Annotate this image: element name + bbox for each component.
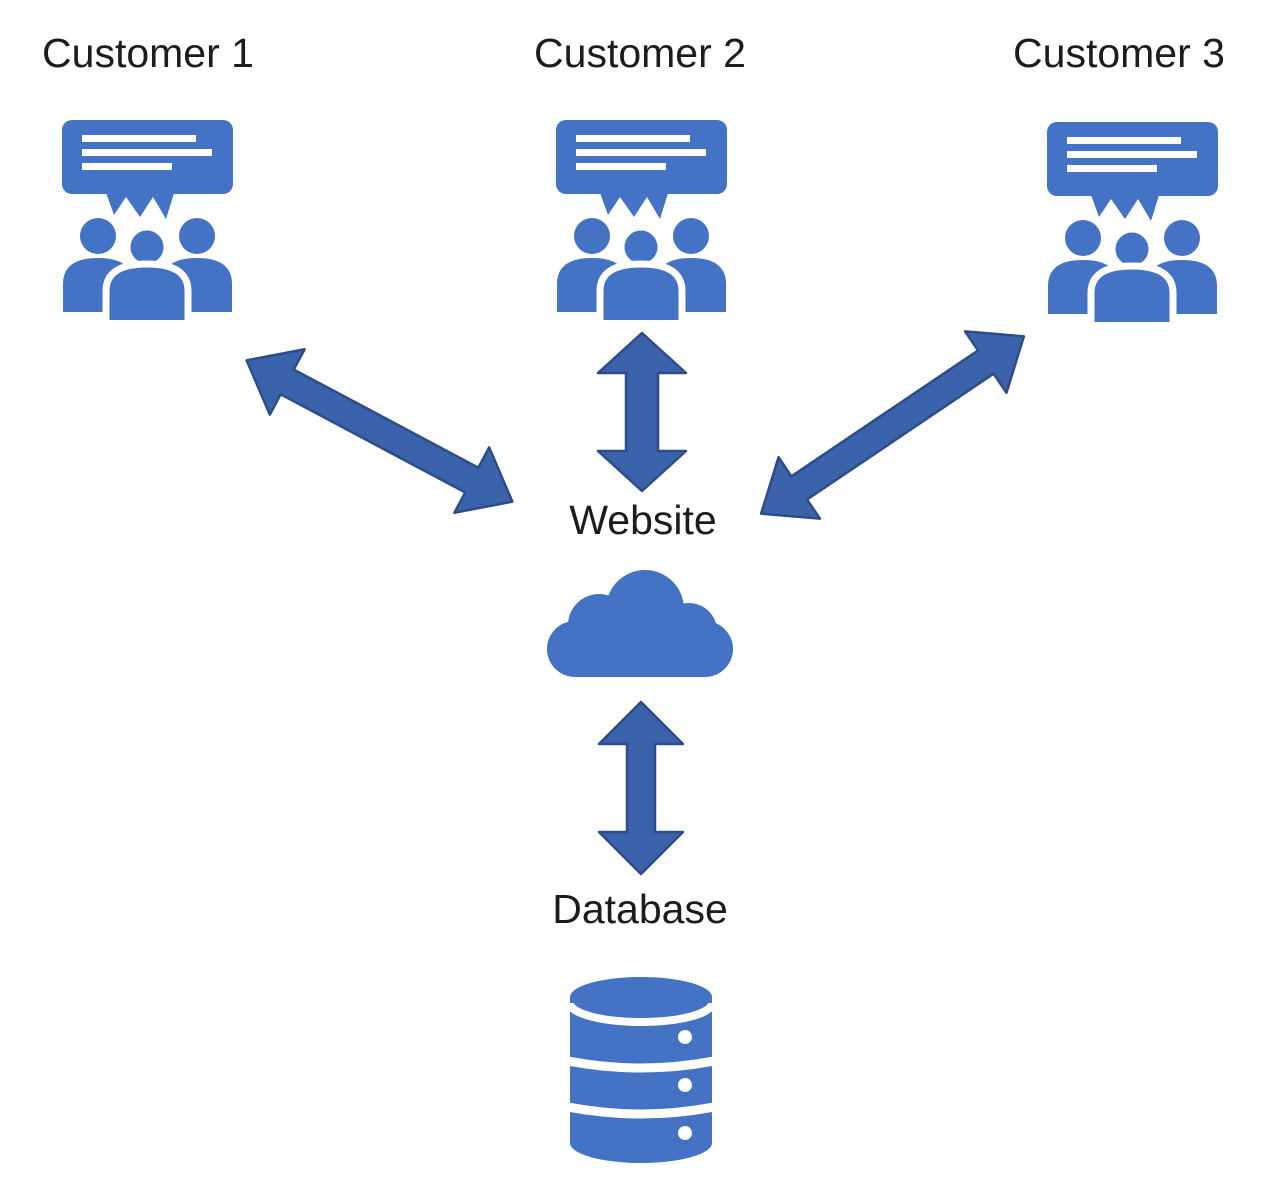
database-label: Database — [552, 886, 728, 932]
customer-3-icon — [1047, 122, 1218, 322]
double-arrow-customer1-website — [229, 328, 530, 535]
people-group-icon — [1048, 220, 1217, 322]
customer-2-icon — [556, 120, 727, 320]
double-arrow-customer2-website — [596, 331, 688, 493]
speech-bubble-icon — [62, 120, 233, 219]
double-arrow-customer3-website — [740, 306, 1044, 545]
database-icon — [570, 977, 712, 1163]
cloud-icon — [547, 567, 733, 677]
customer-2-label: Customer 2 — [534, 30, 746, 76]
speech-bubble-people-icon — [556, 120, 727, 320]
double-arrow-website-database — [597, 700, 685, 876]
speech-bubble-icon — [1047, 122, 1218, 221]
website-label: Website — [569, 497, 717, 543]
customer-1-label: Customer 1 — [42, 30, 254, 76]
people-group-icon — [557, 218, 726, 320]
customer-3-label: Customer 3 — [1013, 30, 1225, 76]
speech-bubble-people-icon — [62, 120, 233, 320]
speech-bubble-people-icon — [1047, 122, 1218, 322]
people-group-icon — [63, 218, 232, 320]
customer-1-icon — [62, 120, 233, 320]
speech-bubble-icon — [556, 120, 727, 219]
